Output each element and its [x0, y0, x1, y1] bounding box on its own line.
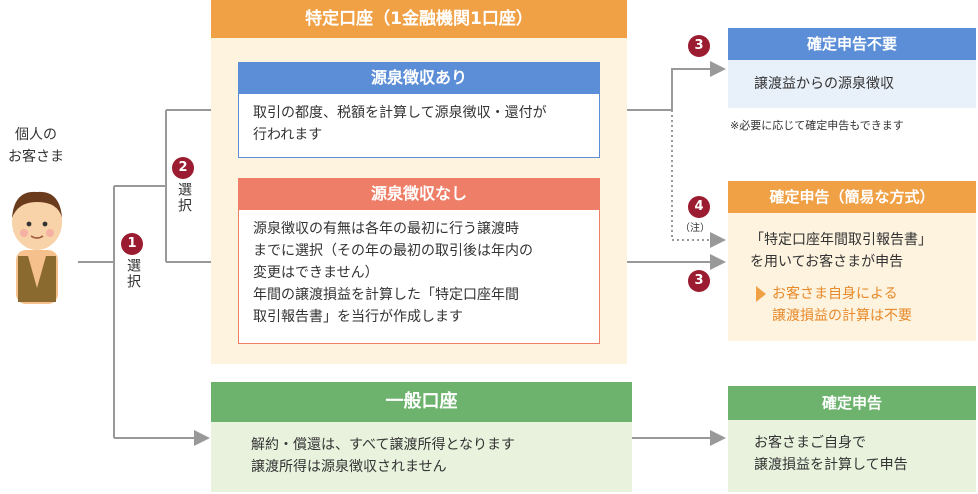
without-withholding-body: 源泉徴収の有無は各年の最初に行う譲渡時 までに選択（その年の最初の取引後は年内の… [238, 210, 600, 344]
with-withholding-title: 源泉徴収あり [238, 62, 600, 94]
person-icon [12, 191, 62, 304]
general-body: 解約・償還は、すべて譲渡所得となります 譲渡所得は源泉徴収されません [211, 422, 632, 492]
result-simple-note-label: （注） [680, 223, 710, 234]
with-withholding-body: 取引の都度、税額を計算して源泉徴収・還付が 行われます [238, 94, 600, 158]
line-dotted-to-simple [671, 110, 726, 248]
person-label: 個人の お客さま [8, 127, 64, 165]
general-title: 一般口座 [211, 382, 632, 422]
result-simple-title: 確定申告（簡易な方式） [728, 181, 976, 213]
result-nofiling-body: 譲渡益からの源泉徴収 [728, 60, 976, 108]
result-nofiling-title: 確定申告不要 [728, 28, 976, 60]
without-withholding-title: 源泉徴収なし [238, 178, 600, 210]
result-nofiling-number-badge: 3 [688, 35, 710, 57]
result-nofiling-note: ※必要に応じて確定申告もできます [730, 119, 904, 132]
line-with-to-nofiling [600, 61, 726, 111]
choice2-label: 選択 [176, 182, 192, 214]
choice1-label: 選択 [125, 258, 141, 290]
result-simple-body: 「特定口座年間取引報告書」 を用いてお客さまが申告 お客さま自身による 譲渡損益… [728, 213, 976, 341]
result-filing-title: 確定申告 [728, 386, 976, 420]
tokutei-title: 特定口座（1金融機関1口座） [211, 0, 627, 38]
result-simple-number-badge-bottom: 3 [688, 270, 710, 292]
result-simple-number-badge-top: 4 [688, 196, 710, 218]
result-filing-body: お客さまご自身で 譲渡損益を計算して申告 [728, 420, 976, 492]
result-simple-highlight: お客さま自身による 譲渡損益の計算は不要 [750, 283, 954, 327]
triangle-right-icon [756, 286, 766, 302]
choice2-number-badge: 2 [172, 157, 194, 179]
choice1-number-badge: 1 [121, 233, 143, 255]
